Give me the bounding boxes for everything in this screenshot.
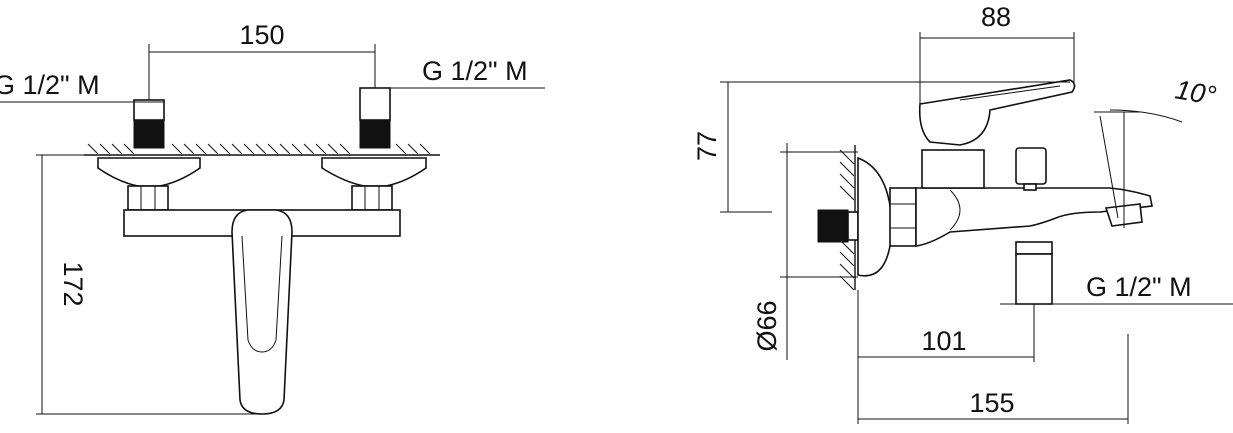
- left-nut: [127, 185, 169, 211]
- rotation-angle-label: 10°: [1173, 74, 1219, 111]
- side-inlet-thread: [817, 209, 849, 243]
- right-inlet-pipe: [359, 87, 391, 121]
- side-view: 88 77 10° Ø66 G 1/2" M 101 155: [692, 2, 1233, 424]
- angle-arc: [1109, 109, 1183, 123]
- bottom-outlet-pipe: [1015, 253, 1053, 305]
- dim-total-depth-label: 155: [969, 388, 1014, 418]
- thread-right-label: G 1/2" M: [422, 56, 528, 86]
- left-escutcheon: [97, 157, 201, 187]
- wall-hatching: [87, 143, 431, 155]
- front-view: 150 G 1/2" M G 1/2" M 172: [0, 20, 545, 415]
- side-nut: [889, 187, 917, 247]
- left-inlet-pipe: [133, 99, 165, 121]
- cartridge-column: [921, 149, 985, 189]
- thread-left-label: G 1/2" M: [0, 70, 100, 100]
- left-inlet-thread: [133, 119, 165, 149]
- bottom-outlet-connector: [1015, 241, 1053, 255]
- lever-handle: [231, 209, 293, 415]
- side-escutcheon: [857, 156, 893, 277]
- dim-flange-diameter-label: Ø66: [752, 300, 782, 351]
- right-escutcheon: [321, 157, 427, 187]
- right-inlet-thread: [359, 119, 391, 149]
- right-nut: [351, 185, 393, 211]
- dim-handle-height-label: 77: [692, 131, 722, 161]
- dim-depth-handle-label: 88: [981, 2, 1011, 32]
- dim-width-label: 150: [239, 20, 284, 50]
- diverter-knob: [1015, 147, 1047, 185]
- side-lever-handle: [918, 79, 1076, 146]
- dim-height-label: 172: [58, 261, 88, 306]
- side-body: [915, 187, 1153, 247]
- dim-outlet-offset-label: 101: [921, 326, 966, 356]
- thread-bottom-label: G 1/2" M: [1086, 272, 1192, 302]
